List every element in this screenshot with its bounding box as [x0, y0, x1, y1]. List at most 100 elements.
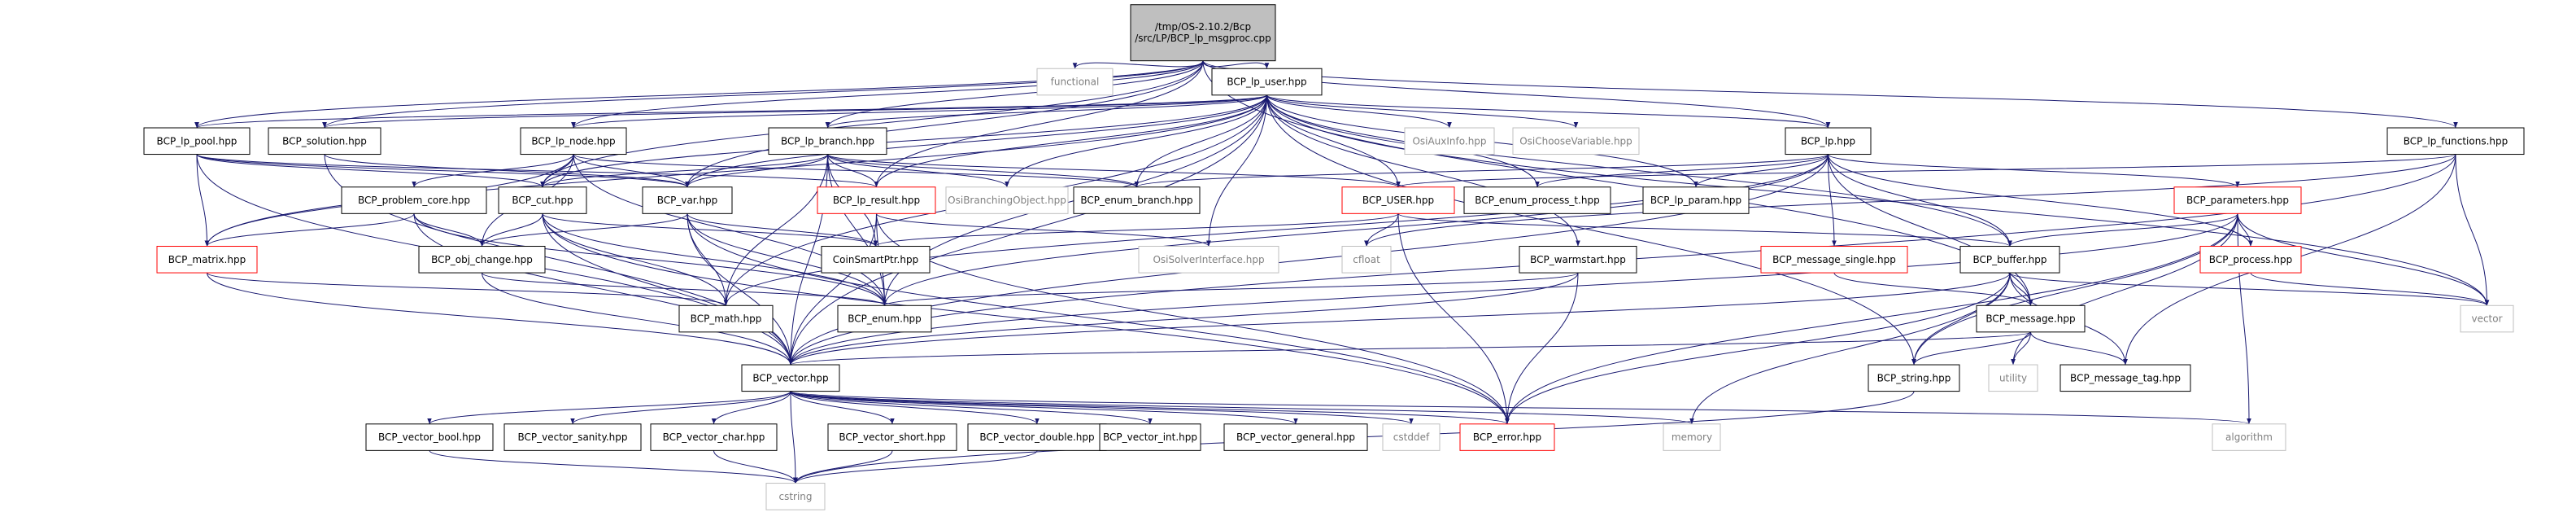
node-label-vector_general: BCP_vector_general.hpp	[1236, 431, 1355, 443]
node-functional: functional	[1036, 68, 1114, 96]
edge-lp_user-to-lp_result	[874, 94, 1267, 187]
edge-vector_hpp-to-cstring	[790, 391, 798, 484]
node-vector_double[interactable]: BCP_vector_double.hpp	[967, 423, 1107, 451]
node-lp_branch[interactable]: BCP_lp_branch.hpp	[768, 127, 887, 155]
node-box-memory	[1663, 423, 1721, 451]
edge-lp_node-to-var	[573, 154, 690, 187]
node-box-functional	[1036, 68, 1114, 96]
edge-solution-to-vector_hpp	[324, 154, 793, 366]
node-error[interactable]: BCP_error.hpp	[1459, 423, 1555, 451]
node-solution[interactable]: BCP_solution.hpp	[268, 127, 381, 155]
node-label-root: /tmp/OS-2.10.2/Bcp/src/LP/BCP_lp_msgproc…	[1135, 21, 1271, 44]
node-label-lp_pool: BCP_lp_pool.hpp	[157, 135, 238, 147]
node-vector_sanity[interactable]: BCP_vector_sanity.hpp	[503, 423, 642, 451]
edge-lp_user-to-cut	[540, 94, 1267, 187]
edge-cut-to-vector_hpp	[542, 213, 793, 366]
node-box-obj_change	[418, 246, 546, 274]
node-osibranching: OsiBranchingObject.hpp	[945, 186, 1069, 214]
edge-vector_hpp-to-algorithm	[790, 391, 2251, 425]
edge-lp_user-to-osisolver	[1206, 94, 1267, 247]
node-label-utility: utility	[1999, 372, 2027, 383]
node-string_hpp[interactable]: BCP_string.hpp	[1868, 364, 1960, 392]
node-matrix[interactable]: BCP_matrix.hpp	[156, 246, 258, 274]
node-lp_pool[interactable]: BCP_lp_pool.hpp	[143, 127, 251, 155]
node-warmstart[interactable]: BCP_warmstart.hpp	[1519, 246, 1637, 274]
edge-warmstart-to-error	[1505, 273, 1579, 424]
edge-lp_pool-to-matrix	[196, 154, 210, 247]
edge-root-to-lp_pool	[194, 60, 1204, 129]
edge-parameters-to-string_hpp	[1911, 213, 2238, 366]
edge-message_single-to-message	[1833, 272, 2033, 306]
node-label-message_tag: BCP_message_tag.hpp	[2070, 372, 2181, 383]
edge-solution-to-var	[324, 154, 690, 188]
node-message[interactable]: BCP_message.hpp	[1976, 304, 2086, 333]
node-label-enum_process_t: BCP_enum_process_t.hpp	[1475, 195, 1599, 206]
edge-buffer-to-vector_ext	[2009, 272, 2490, 306]
edge-root-to-lp_user	[1202, 60, 1270, 69]
node-message_tag[interactable]: BCP_message_tag.hpp	[2059, 364, 2191, 392]
node-lp_param[interactable]: BCP_lp_param.hpp	[1642, 186, 1750, 214]
edge-lp_branch-to-osibranching	[827, 154, 1009, 187]
node-root[interactable]: /tmp/OS-2.10.2/Bcp/src/LP/BCP_lp_msgproc…	[1130, 4, 1276, 62]
node-box-user	[1341, 186, 1455, 214]
node-problem_core[interactable]: BCP_problem_core.hpp	[341, 186, 487, 214]
node-lp_user[interactable]: BCP_lp_user.hpp	[1211, 68, 1323, 96]
node-enum_branch[interactable]: BCP_enum_branch.hpp	[1073, 186, 1201, 214]
node-coinsmartptr[interactable]: CoinSmartPtr.hpp	[821, 246, 931, 274]
node-vector_hpp[interactable]: BCP_vector.hpp	[741, 364, 840, 392]
edge-parameters-to-error	[1505, 213, 2238, 424]
edge-lp_user-to-lp_hpp	[1266, 94, 1831, 129]
node-buffer[interactable]: BCP_buffer.hpp	[1959, 246, 2060, 274]
node-vector_int[interactable]: BCP_vector_int.hpp	[1099, 423, 1201, 451]
node-var[interactable]: BCP_var.hpp	[642, 186, 733, 214]
node-math[interactable]: BCP_math.hpp	[678, 304, 774, 333]
node-cut[interactable]: BCP_cut.hpp	[498, 186, 587, 214]
edge-var-to-error	[686, 213, 1510, 424]
node-parameters[interactable]: BCP_parameters.hpp	[2173, 186, 2302, 214]
node-box-vector_short	[827, 423, 957, 451]
edge-lp_user-to-user	[1266, 94, 1401, 187]
node-label-lp_param: BCP_lp_param.hpp	[1650, 195, 1741, 206]
edge-parameters-to-algorithm	[2237, 213, 2251, 424]
node-enum_process_t[interactable]: BCP_enum_process_t.hpp	[1463, 186, 1611, 214]
edge-lp_user-to-vector_hpp	[788, 94, 1267, 366]
node-box-var	[642, 186, 733, 214]
node-message_single[interactable]: BCP_message_single.hpp	[1760, 246, 1908, 274]
node-label-problem_core: BCP_problem_core.hpp	[358, 195, 470, 206]
edge-message-to-utility	[2011, 331, 2031, 366]
edge-user-to-cfloat	[1364, 213, 1399, 247]
node-label-buffer: BCP_buffer.hpp	[1973, 254, 2047, 265]
edge-lp_branch-to-var	[685, 154, 828, 187]
edge-obj_change-to-vector_hpp	[482, 273, 793, 366]
node-box-message	[1976, 304, 2086, 333]
node-vector_short[interactable]: BCP_vector_short.hpp	[827, 423, 957, 451]
node-lp_node[interactable]: BCP_lp_node.hpp	[520, 127, 627, 155]
node-box-osiauxinfo	[1404, 127, 1495, 155]
node-label-vector_ext: vector	[2471, 313, 2502, 325]
node-user[interactable]: BCP_USER.hpp	[1341, 186, 1455, 214]
edge-vector_hpp-to-memory	[790, 391, 1694, 425]
node-lp_hpp[interactable]: BCP_lp.hpp	[1785, 127, 1872, 155]
node-process[interactable]: BCP_process.hpp	[2199, 246, 2302, 274]
node-box-buffer	[1959, 246, 2060, 274]
node-vector_bool[interactable]: BCP_vector_bool.hpp	[365, 423, 494, 451]
edge-lp_branch-to-lp_result	[827, 154, 879, 187]
node-lp_functions[interactable]: BCP_lp_functions.hpp	[2386, 127, 2525, 155]
node-box-warmstart	[1519, 246, 1637, 274]
node-vector_general[interactable]: BCP_vector_general.hpp	[1223, 423, 1368, 451]
edge-problem_core-to-obj_change	[413, 213, 485, 247]
node-vector_char[interactable]: BCP_vector_char.hpp	[650, 423, 778, 451]
node-cfloat: cfloat	[1341, 246, 1392, 274]
edge-vector_bool-to-cstring	[429, 449, 798, 484]
edge-message-to-string_hpp	[1911, 331, 2031, 366]
node-enum[interactable]: BCP_enum.hpp	[837, 304, 932, 333]
edge-lp_branch-to-user	[827, 154, 1401, 188]
node-osisolver: OsiSolverInterface.hpp	[1138, 246, 1279, 274]
node-lp_result[interactable]: BCP_lp_result.hpp	[817, 186, 936, 214]
node-obj_change[interactable]: BCP_obj_change.hpp	[418, 246, 546, 274]
node-box-problem_core	[341, 186, 487, 214]
edge-lp_node-to-problem_core	[412, 154, 574, 187]
node-vector_ext: vector	[2460, 304, 2514, 333]
edge-lp_user-to-warmstart	[1266, 94, 1580, 247]
edge-lp_pool-to-lp_result	[196, 154, 879, 188]
